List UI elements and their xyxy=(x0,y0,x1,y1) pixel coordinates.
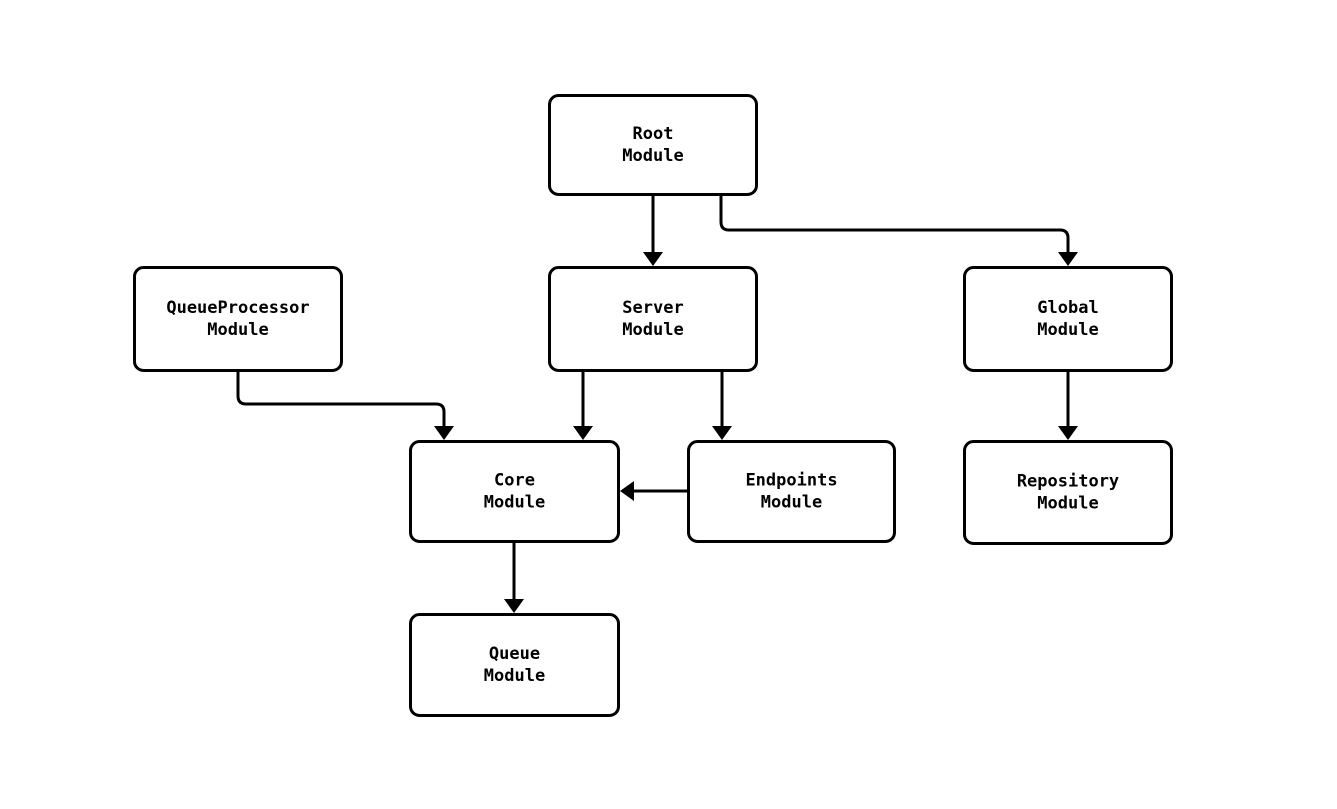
global-module-node-label-line2: Module xyxy=(1037,320,1098,340)
edge-root-to-global xyxy=(719,196,1078,266)
queueprocessor-module-node-rect[interactable] xyxy=(133,266,343,372)
root-module-node-label-line1: Root xyxy=(633,124,674,144)
edge-server-to-endpoints xyxy=(712,372,732,440)
edge-core-to-queue xyxy=(504,543,524,613)
queue-module-node-rect[interactable] xyxy=(409,613,620,717)
repository-module-node-label-line1: Repository xyxy=(1017,472,1119,492)
edge-endpoints-to-core xyxy=(620,481,687,501)
edge-server-to-endpoints-arrowhead xyxy=(712,426,732,440)
edge-global-to-repository-arrowhead xyxy=(1058,426,1078,440)
endpoints-module-node-label-line1: Endpoints xyxy=(745,471,837,491)
edge-root-to-global-line xyxy=(719,196,1070,252)
edge-endpoints-to-core-arrowhead xyxy=(620,481,634,501)
root-module-node-rect[interactable] xyxy=(548,94,758,196)
edge-queueprocessor-to-core-arrowhead xyxy=(434,426,454,440)
edge-server-to-core xyxy=(573,372,593,440)
repository-module-node-label-line2: Module xyxy=(1037,494,1098,514)
edge-global-to-repository xyxy=(1058,372,1078,440)
edge-queueprocessor-to-core xyxy=(236,372,454,440)
queue-module-node-label-line1: Queue xyxy=(489,644,540,664)
global-module-node-rect[interactable] xyxy=(963,266,1173,372)
edge-queueprocessor-to-core-line xyxy=(236,372,446,426)
server-module-node-rect[interactable] xyxy=(548,266,758,372)
edge-root-to-server xyxy=(643,196,663,266)
global-module-node-label-line1: Global xyxy=(1037,298,1098,318)
core-module-node-label-line2: Module xyxy=(484,493,545,513)
server-module-node-label-line1: Server xyxy=(622,298,683,318)
nodes-layer: RootModuleQueueProcessorModuleServerModu… xyxy=(133,94,1173,717)
queue-module-node-label-line2: Module xyxy=(484,666,545,686)
edge-core-to-queue-arrowhead xyxy=(504,599,524,613)
edge-root-to-global-arrowhead xyxy=(1058,252,1078,266)
edge-root-to-server-arrowhead xyxy=(643,252,663,266)
queueprocessor-module-node-label-line1: QueueProcessor xyxy=(166,298,309,318)
endpoints-module-node-rect[interactable] xyxy=(687,440,896,543)
edges-layer xyxy=(236,196,1078,613)
queueprocessor-module-node-label-line2: Module xyxy=(207,320,268,340)
core-module-node-label-line1: Core xyxy=(494,471,535,491)
endpoints-module-node-label-line2: Module xyxy=(761,493,822,513)
core-module-node-rect[interactable] xyxy=(409,440,620,543)
server-module-node-label-line2: Module xyxy=(622,320,683,340)
root-module-node-label-line2: Module xyxy=(622,146,683,166)
repository-module-node-rect[interactable] xyxy=(963,440,1173,545)
edge-server-to-core-arrowhead xyxy=(573,426,593,440)
